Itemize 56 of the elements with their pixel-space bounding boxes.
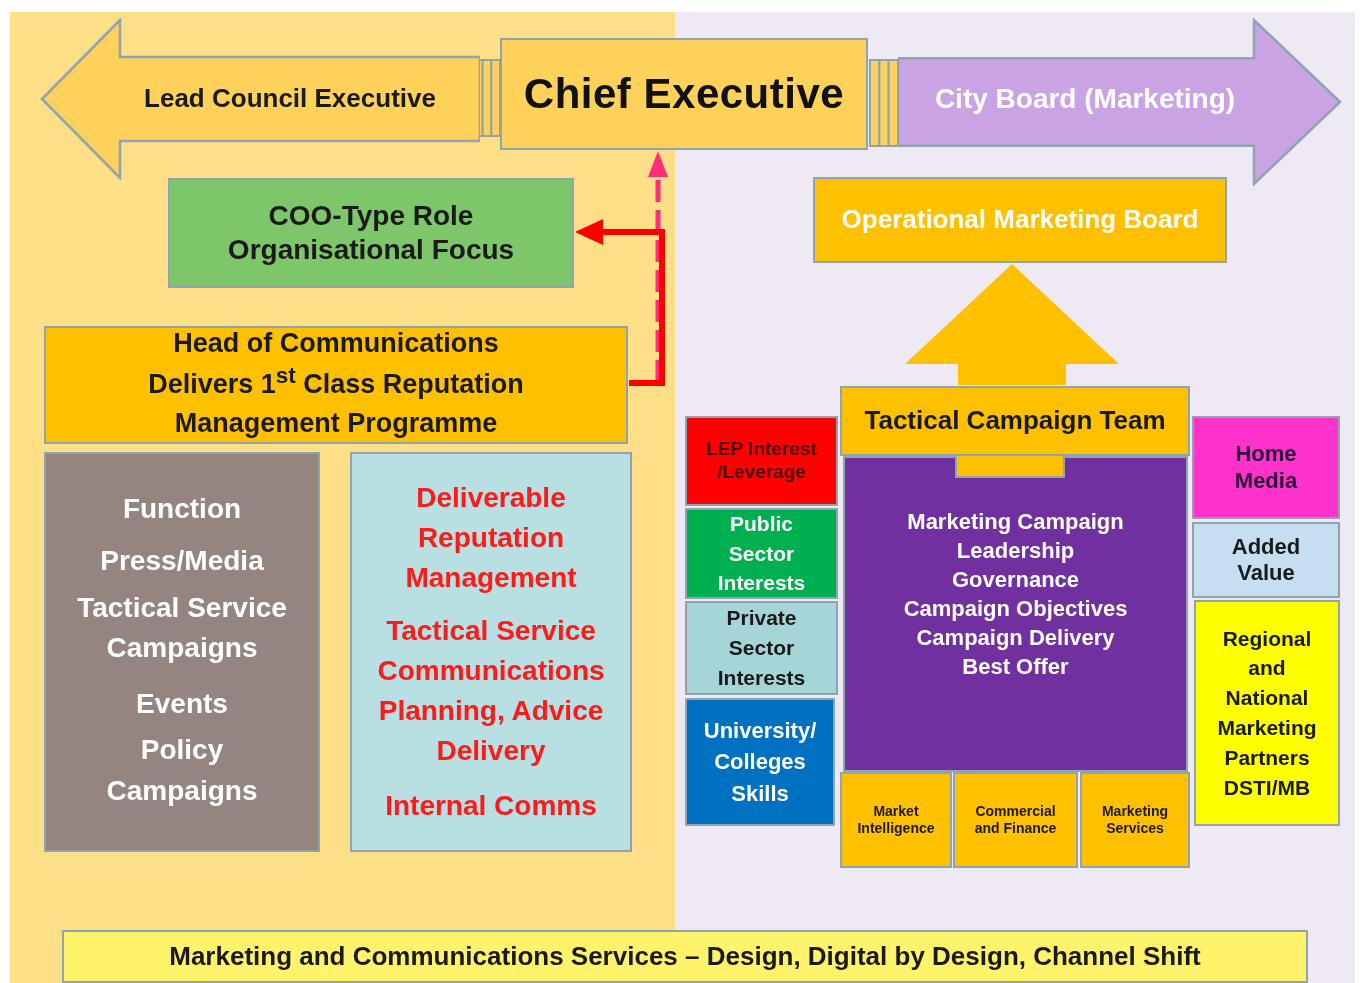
body-text: Best Offer bbox=[962, 653, 1069, 682]
label-text: Regional and National Marketing Partners DSTI/MB bbox=[1216, 625, 1318, 801]
interest-box bbox=[685, 601, 838, 695]
label-text: Marketing Services bbox=[1100, 803, 1170, 837]
partner-box bbox=[1192, 522, 1340, 598]
body-text: Campaign Delivery bbox=[916, 624, 1115, 653]
body-text: Events bbox=[136, 686, 228, 721]
label-text: University/ Colleges Skills bbox=[702, 717, 818, 808]
title-box bbox=[500, 38, 868, 150]
heading-text: Function bbox=[122, 492, 242, 526]
interest-box bbox=[685, 416, 838, 506]
service-box bbox=[953, 772, 1078, 868]
label-text: LEP Interest /Leverage bbox=[705, 438, 818, 484]
role-box bbox=[44, 326, 628, 444]
label-text: Chief Executive bbox=[523, 68, 845, 119]
body-text: Tactical Service Campaigns bbox=[76, 590, 288, 666]
footer-band bbox=[62, 930, 1308, 983]
label-text: COO-Type Role Organisational Focus bbox=[226, 199, 516, 267]
label-text: Operational Marketing Board bbox=[841, 204, 1199, 236]
body-text: Press/Media bbox=[100, 544, 264, 578]
list-box bbox=[350, 452, 632, 852]
label-text: Public Sector Interests bbox=[716, 510, 807, 597]
heading-text: Marketing Campaign bbox=[907, 507, 1124, 536]
label-text: Private Sector Interests bbox=[716, 605, 807, 691]
interest-box bbox=[685, 698, 835, 826]
list-box bbox=[44, 452, 320, 852]
body-text: Tactical Service Communications Planning, Advice Delivery bbox=[376, 614, 606, 768]
label-text: City Board (Marketing) bbox=[934, 82, 1236, 116]
team-box bbox=[840, 386, 1190, 456]
arrow bbox=[575, 219, 665, 386]
body-text: Delivers 1$^{st}$ Class Reputation Management Programme bbox=[147, 361, 525, 440]
partner-box bbox=[1194, 600, 1340, 826]
label-text: Home Media bbox=[1233, 441, 1299, 494]
block-arrow bbox=[905, 264, 1119, 385]
label-text: Marketing and Communications Services – Design, Digital by Design, Channel Shift bbox=[169, 940, 1201, 973]
body-text: Leadership bbox=[956, 536, 1075, 565]
label-text: Commercial and Finance bbox=[973, 803, 1058, 837]
body-text: Policy Campaigns bbox=[105, 733, 259, 808]
role-box bbox=[168, 178, 574, 288]
board-box bbox=[813, 177, 1227, 263]
body-text: Campaign Objectives bbox=[903, 595, 1128, 623]
arrow-shape bbox=[898, 18, 1342, 186]
label-text: Market Intelligence bbox=[856, 803, 936, 837]
campaign-box bbox=[843, 456, 1188, 772]
label-text: Added Value bbox=[1230, 533, 1302, 587]
body-text: Governance bbox=[951, 565, 1080, 594]
body-text: Internal Comms bbox=[385, 789, 597, 824]
heading-text: Head of Communications bbox=[173, 327, 499, 360]
label-text: Tactical Campaign Team bbox=[864, 405, 1166, 437]
partner-box bbox=[1192, 416, 1340, 519]
service-box bbox=[1080, 772, 1190, 868]
arrow-shape bbox=[40, 18, 480, 180]
heading-text: Deliverable Reputation Management bbox=[404, 481, 578, 595]
label-text: Lead Council Executive bbox=[144, 83, 436, 115]
interest-box bbox=[685, 508, 838, 599]
service-box bbox=[840, 772, 952, 868]
